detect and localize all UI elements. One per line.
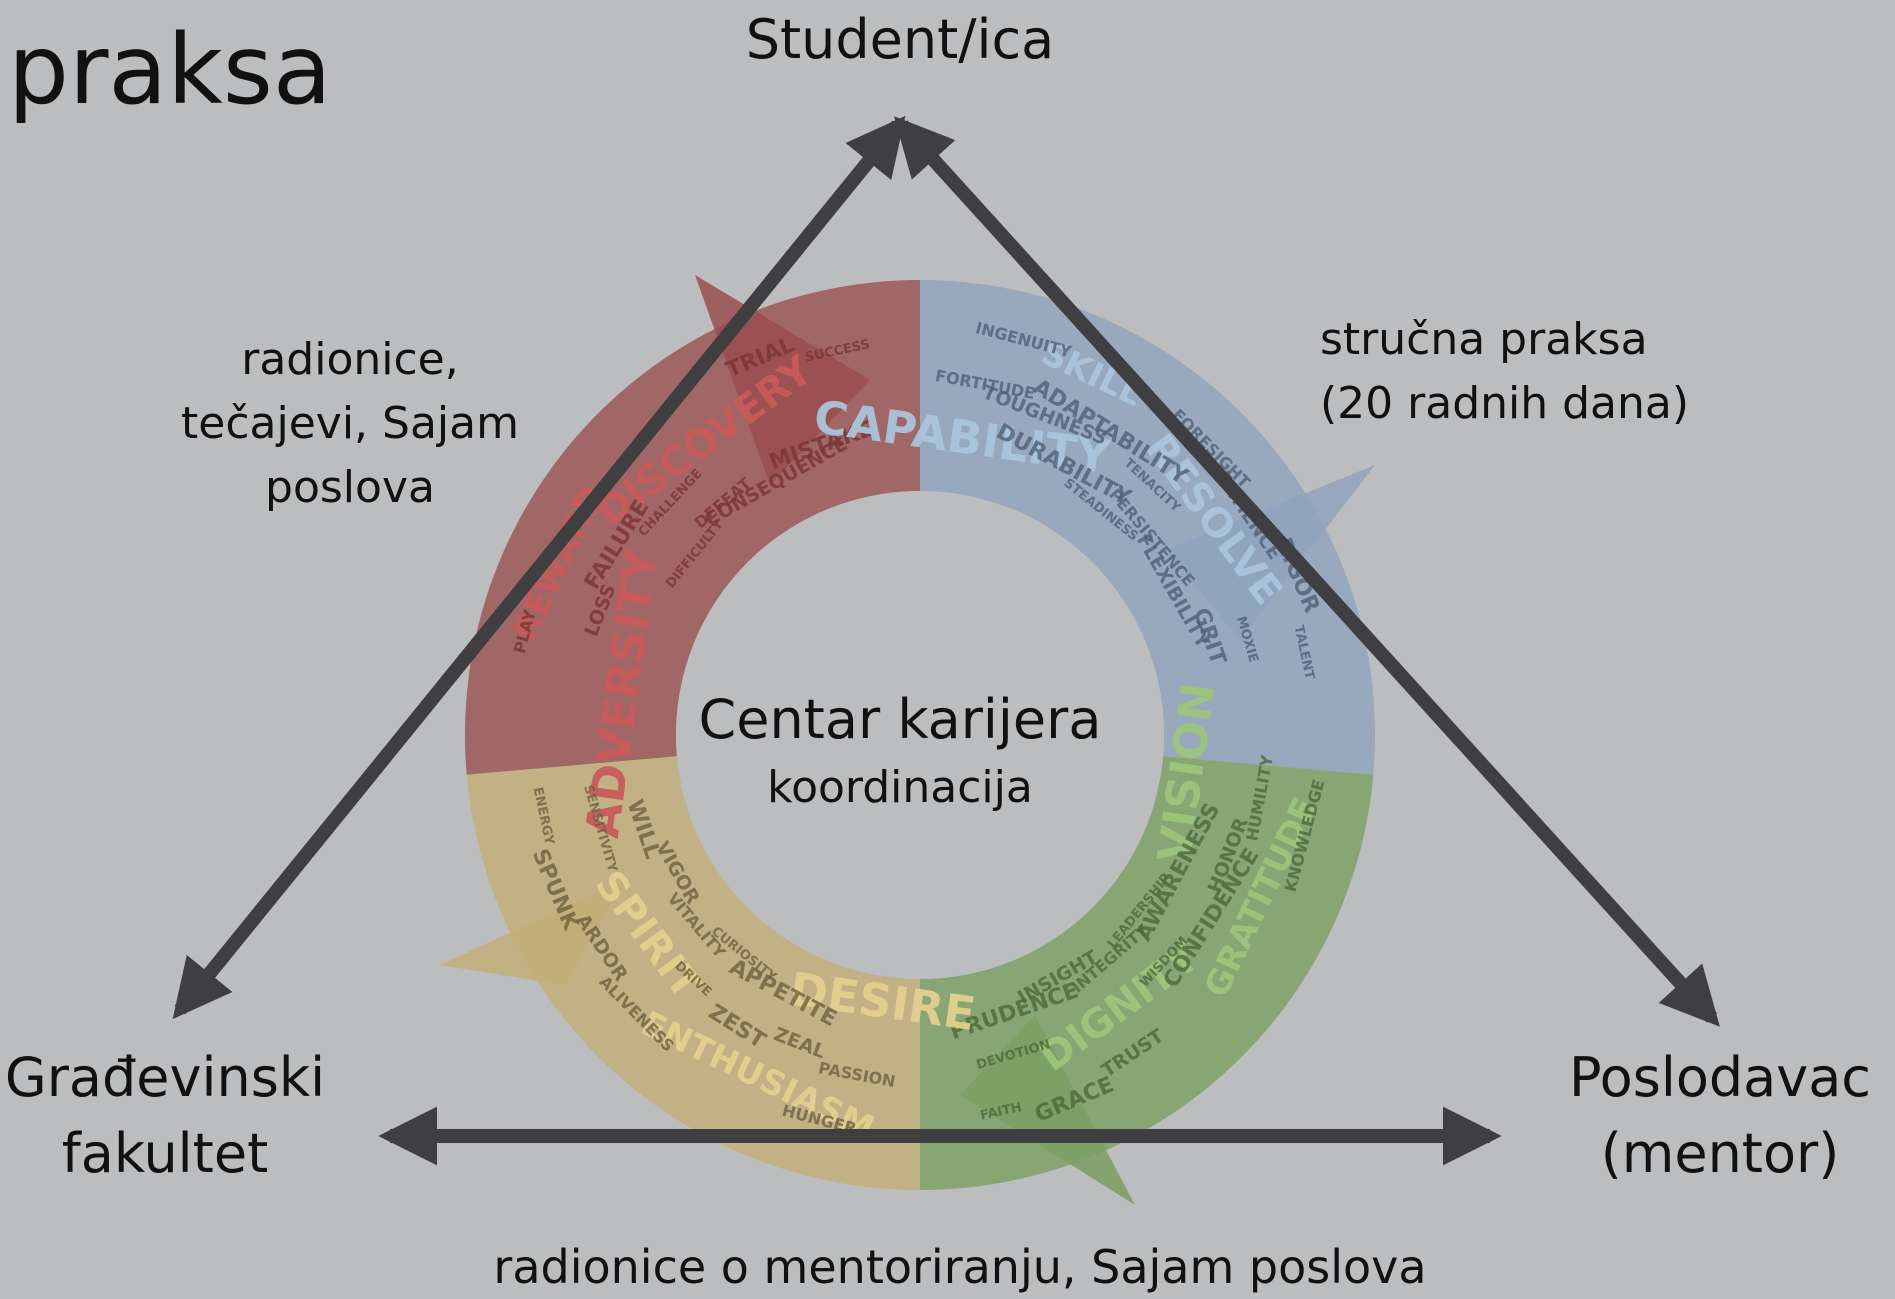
node-fakultet-line1: Građevinski (4, 1046, 326, 1109)
edge-label-student-poslodavac: stručna praksa (20 radnih dana) (1320, 308, 1720, 436)
edge-label-fakultet-student: radionice, tečajevi, Sajam poslova (150, 328, 550, 519)
node-fakultet-line2: fakultet (61, 1121, 269, 1185)
node-poslodavac: Poslodavac (mentor) (1550, 1040, 1890, 1191)
edge-label-line: stručna praksa (1320, 314, 1648, 365)
edge-label-line: (20 radnih dana) (1320, 377, 1690, 429)
center-title: Centar karijera (698, 688, 1102, 751)
edge-label-line: radionice, (241, 334, 459, 385)
page-title: praksa (8, 14, 332, 126)
center-subtitle: koordinacija (767, 762, 1033, 813)
node-student: Student/ica (745, 8, 1055, 71)
node-poslodavac-line2: (mentor) (1600, 1121, 1840, 1185)
node-fakultet: Građevinski fakultet (0, 1040, 330, 1191)
arrow-student-poslodavac (894, 116, 1720, 1027)
node-poslodavac-line1: Poslodavac (1569, 1046, 1871, 1109)
arrow-fakultet-student (172, 115, 906, 1020)
edge-label-line: tečajevi, Sajam (181, 397, 519, 449)
edge-label-line: poslova (265, 461, 435, 513)
edge-label-fakultet-poslodavac: radionice o mentoriranju, Sajam poslova (493, 1240, 1427, 1294)
